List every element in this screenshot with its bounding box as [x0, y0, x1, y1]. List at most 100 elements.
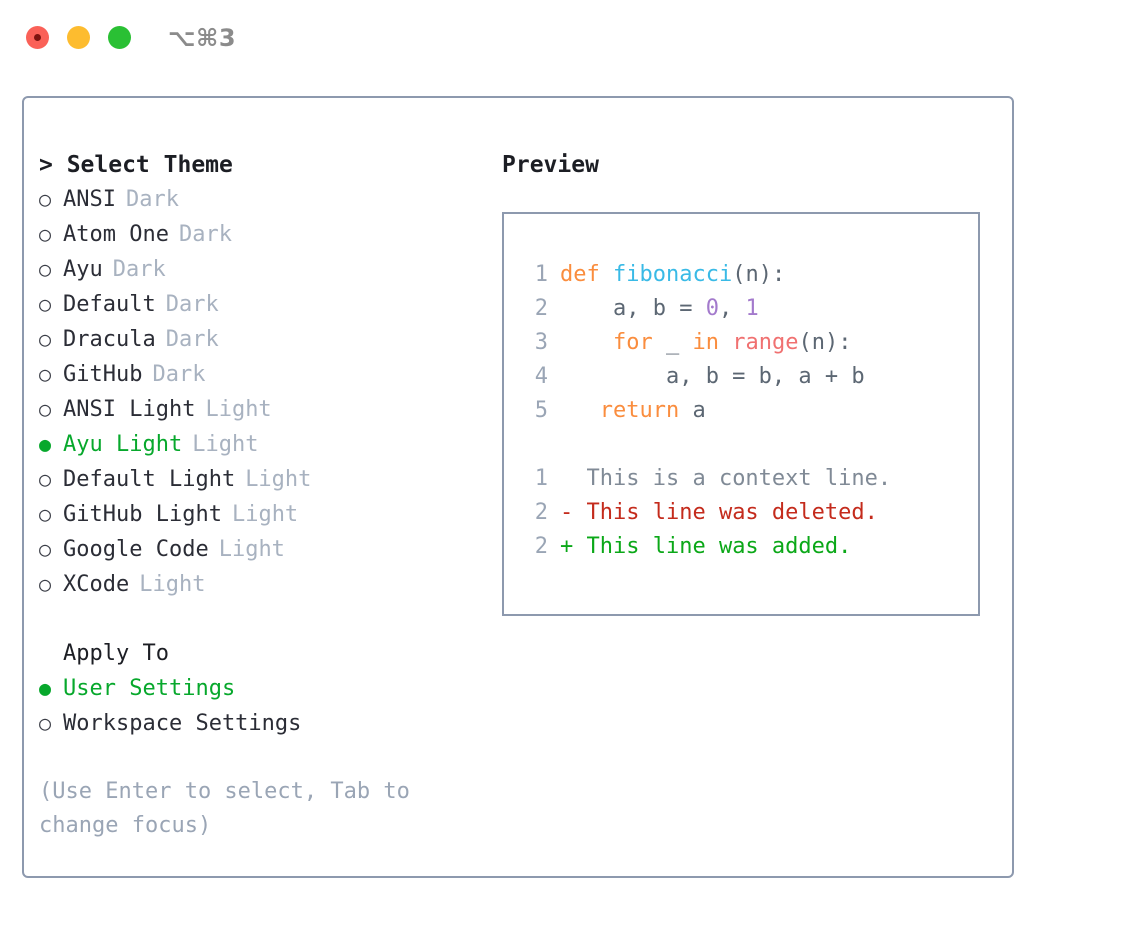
code-diff-separator	[504, 428, 978, 462]
apply-to-option-workspace-settings[interactable]: ○ Workspace Settings	[39, 706, 489, 741]
theme-option-kind: Light	[205, 397, 272, 422]
theme-option-kind: Light	[218, 537, 285, 562]
code-token-kw: for	[612, 330, 653, 355]
theme-option-kind: Light	[139, 572, 206, 597]
radio-unselected-icon: ○	[39, 572, 52, 596]
radio-unselected-icon: ○	[39, 711, 52, 735]
apply-to-option-user-settings[interactable]: ●User Settings	[39, 671, 489, 706]
minimize-button[interactable]	[67, 26, 90, 49]
radio-unselected-icon: ○	[39, 327, 52, 351]
theme-option-kind: Dark	[178, 222, 232, 247]
theme-option-github-light[interactable]: ○ GitHub Light Light	[39, 497, 489, 532]
radio-unselected-icon: ○	[39, 362, 52, 386]
keyboard-hint-text: (Use Enter to select, Tab to change focu…	[39, 779, 410, 838]
line-number: 2	[534, 500, 548, 525]
theme-option-github[interactable]: ○ GitHub Dark	[39, 357, 489, 392]
preview-header: Preview	[502, 152, 599, 178]
code-token-call: range	[732, 330, 799, 355]
code-token-plain	[600, 262, 613, 287]
theme-option-kind: Dark	[165, 327, 219, 352]
apply-to-option-name: Workspace Settings	[63, 711, 302, 736]
close-button[interactable]	[26, 26, 49, 49]
theme-option-kind: Light	[245, 467, 312, 492]
theme-option-kind: Dark	[152, 362, 206, 387]
diff-line-del: 2- This line was deleted.	[504, 496, 978, 530]
theme-option-ansi-light[interactable]: ○ ANSI Light Light	[39, 392, 489, 427]
theme-option-name: GitHub	[63, 362, 143, 387]
apply-to-header-label: Apply To	[63, 641, 169, 666]
code-token-plain	[560, 398, 600, 423]
diff-line-ctx: 1 This is a context line.	[504, 462, 978, 496]
theme-option-kind: Light	[231, 502, 299, 527]
line-number: 5	[534, 398, 548, 423]
title-bar: ⌥⌘3	[0, 0, 1140, 78]
select-theme-header: > Select Theme	[39, 152, 233, 178]
theme-option-name: GitHub Light	[63, 502, 222, 527]
code-token-plain: ,	[718, 296, 746, 321]
apply-to-option-name: User Settings	[63, 676, 236, 701]
theme-option-ansi[interactable]: ○ ANSI Dark	[39, 182, 489, 217]
apply-to-option-list: ●User Settings ○ Workspace Settings	[39, 671, 489, 741]
traffic-light-group	[26, 26, 131, 49]
line-number: 2	[534, 296, 548, 321]
radio-unselected-icon: ○	[39, 292, 52, 316]
code-token-kw: in	[692, 330, 719, 355]
theme-option-name: Ayu Light	[63, 432, 183, 457]
theme-option-name: ANSI	[63, 187, 116, 212]
diff-sample: 1 This is a context line.2- This line wa…	[504, 462, 978, 564]
radio-unselected-icon: ○	[39, 537, 52, 561]
theme-option-name: ANSI Light	[63, 397, 196, 422]
code-line-content: a, b = b, a + b	[560, 360, 865, 394]
code-token-plain: _	[652, 330, 693, 355]
theme-option-kind: Dark	[165, 292, 219, 317]
line-number: 2	[534, 534, 548, 559]
code-token-plain	[719, 330, 732, 355]
code-line: 5 return a	[504, 394, 978, 428]
theme-option-kind: Dark	[125, 187, 179, 212]
keyboard-shortcut-label: ⌥⌘3	[168, 24, 237, 52]
line-number: 4	[534, 364, 548, 389]
radio-unselected-icon: ○	[39, 467, 52, 491]
code-token-plain	[560, 330, 613, 355]
code-line: 2 a, b = 0, 1	[504, 292, 978, 326]
code-line-content: return a	[560, 394, 706, 428]
radio-unselected-icon: ○	[39, 502, 52, 526]
radio-unselected-icon: ○	[39, 397, 52, 421]
radio-unselected-icon: ○	[39, 187, 52, 211]
theme-option-default[interactable]: ○ Default Dark	[39, 287, 489, 322]
code-line-content: a, b = 0, 1	[560, 292, 759, 326]
line-number: 3	[534, 330, 548, 355]
theme-option-default-light[interactable]: ○ Default Light Light	[39, 462, 489, 497]
code-line-content: def fibonacci(n):	[560, 258, 785, 292]
theme-option-name: Default Light	[63, 467, 236, 492]
section-spacer	[39, 602, 489, 636]
diff-marker	[560, 462, 573, 496]
line-number: 1	[534, 466, 548, 491]
code-token-kw: def	[560, 262, 600, 287]
code-token-plain: (n):	[798, 330, 852, 355]
code-line: 4 a, b = b, a + b	[504, 360, 978, 394]
diff-marker: +	[560, 534, 574, 559]
diff-text: This is a context line.	[573, 466, 892, 491]
zoom-button[interactable]	[108, 26, 131, 49]
diff-text: This line was deleted.	[573, 500, 878, 525]
radio-unselected-icon: ○	[39, 257, 52, 281]
theme-option-name: Default	[63, 292, 156, 317]
code-token-plain: a, b = b, a + b	[560, 364, 865, 389]
code-line-content: for _ in range(n):	[560, 326, 851, 360]
code-token-fn: fibonacci	[613, 262, 733, 287]
code-token-kw: return	[599, 398, 680, 423]
